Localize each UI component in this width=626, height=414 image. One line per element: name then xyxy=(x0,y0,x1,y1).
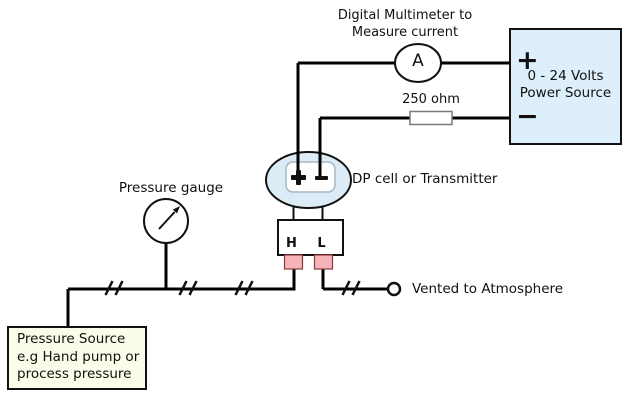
resistor-body xyxy=(409,110,453,126)
high-port-label: H xyxy=(286,236,297,251)
ammeter-symbol: A xyxy=(412,51,424,71)
multimeter-caption: Digital Multimeter to Measure current xyxy=(325,7,485,41)
pressure-source-line1: Pressure Source xyxy=(17,331,126,347)
vent-label: Vented to Atmosphere xyxy=(412,281,564,297)
ammeter-circle xyxy=(394,43,442,83)
multimeter-caption-line2: Measure current xyxy=(351,25,459,40)
gauge-needle xyxy=(158,211,176,230)
power-source-label-line1: 0 - 24 Volts xyxy=(527,68,604,84)
high-port xyxy=(283,254,304,270)
dp-cell-label: DP cell or Transmitter xyxy=(352,171,498,187)
pressure-source-line3: process pressure xyxy=(17,366,132,382)
pipe-break-marks xyxy=(104,280,361,296)
low-port xyxy=(313,254,334,270)
dp-body xyxy=(277,219,344,256)
dp-plus-terminal-icon xyxy=(291,170,306,185)
power-plus-symbol: + xyxy=(516,45,539,76)
power-minus-symbol: − xyxy=(516,101,539,132)
power-source-label-line2: Power Source xyxy=(519,84,612,101)
power-source-label: 0 - 24 Volts Power Source xyxy=(511,68,620,101)
pressure-source-box: Pressure Source e.g Hand pump or process… xyxy=(7,326,147,390)
dp-minus-terminal-icon xyxy=(315,175,328,180)
vent-circle xyxy=(386,281,402,297)
pressure-source-line2: e.g Hand pump or xyxy=(17,348,140,365)
low-port-label: L xyxy=(317,236,326,251)
power-source-box: + − 0 - 24 Volts Power Source xyxy=(509,28,622,145)
resistor-label: 250 ohm xyxy=(402,92,460,107)
pressure-gauge-label: Pressure gauge xyxy=(118,180,224,196)
gauge-needle-arrowhead xyxy=(172,206,180,214)
multimeter-caption-line1: Digital Multimeter to xyxy=(337,8,473,23)
